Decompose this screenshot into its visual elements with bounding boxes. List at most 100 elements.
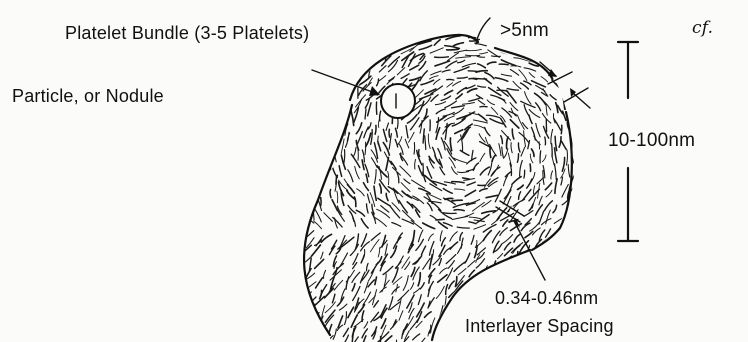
- platelet-stroke: [321, 153, 324, 165]
- platelet-stroke: [478, 64, 486, 68]
- platelet-stroke: [297, 125, 298, 137]
- platelet-stroke: [505, 276, 508, 286]
- platelet-stroke: [397, 68, 405, 75]
- platelet-stroke: [378, 248, 379, 257]
- platelet-stroke: [334, 45, 342, 52]
- platelet-stroke: [434, 79, 440, 84]
- platelet-stroke: [478, 86, 486, 87]
- platelet-stroke: [302, 316, 305, 331]
- platelet-stroke: [524, 68, 536, 71]
- platelet-stroke: [349, 52, 361, 60]
- platelet-stroke: [310, 124, 316, 136]
- platelet-stroke: [453, 108, 464, 115]
- platelet-stroke: [588, 140, 590, 147]
- platelet-stroke: [423, 30, 431, 37]
- platelet-stroke: [397, 119, 398, 129]
- platelet-stroke: [339, 304, 347, 310]
- platelet-stroke: [324, 132, 327, 148]
- platelet-stroke: [480, 153, 485, 161]
- platelet-stroke: [518, 143, 520, 152]
- platelet-stroke: [355, 197, 356, 207]
- platelet-stroke: [488, 163, 492, 175]
- platelet-stroke: [358, 147, 359, 160]
- platelet-stroke: [406, 126, 408, 138]
- platelet-stroke: [333, 329, 336, 339]
- platelet-stroke: [436, 286, 444, 298]
- platelet-stroke: [352, 272, 360, 282]
- platelet-stroke: [453, 81, 461, 86]
- platelet-stroke: [379, 76, 386, 81]
- platelet-stroke: [561, 224, 574, 231]
- platelet-stroke: [521, 83, 529, 89]
- platelet-stroke: [290, 205, 293, 221]
- platelet-stroke: [578, 101, 583, 107]
- platelet-stroke: [374, 186, 376, 200]
- platelet-stroke: [583, 118, 587, 129]
- platelet-stroke: [354, 320, 363, 327]
- platelet-stroke: [477, 282, 479, 293]
- platelet-stroke: [574, 218, 577, 228]
- platelet-stroke: [555, 179, 557, 193]
- platelet-stroke: [298, 292, 302, 301]
- spacing-name-label: Interlayer Spacing: [465, 316, 614, 337]
- platelet-stroke: [546, 229, 551, 237]
- platelet-stroke: [342, 39, 348, 50]
- platelet-stroke: [374, 217, 387, 227]
- platelet-stroke: [395, 262, 401, 269]
- platelet-stroke: [488, 31, 499, 34]
- platelet-stroke: [573, 119, 581, 131]
- platelet-stroke: [489, 274, 495, 285]
- platelet-stroke: [501, 136, 503, 144]
- platelet-stroke: [331, 133, 332, 144]
- platelet-stroke: [476, 36, 488, 37]
- platelet-stroke: [408, 115, 417, 123]
- platelet-stroke: [502, 108, 512, 117]
- platelet-stroke: [457, 77, 467, 78]
- platelet-stroke: [390, 321, 397, 329]
- platelet-stroke: [450, 242, 458, 249]
- platelet-stroke: [446, 320, 452, 330]
- platelet-stroke: [423, 223, 435, 229]
- platelet-stroke: [568, 49, 575, 54]
- platelet-stroke: [526, 338, 528, 342]
- platelet-stroke: [586, 199, 590, 207]
- platelet-stroke: [417, 338, 425, 342]
- platelet-stroke: [582, 260, 589, 268]
- nodule-outline-right-top: [495, 48, 552, 78]
- platelet-stroke: [487, 100, 494, 105]
- platelet-stroke: [410, 65, 419, 70]
- platelet-stroke: [443, 337, 444, 342]
- thickness-tick-b: [564, 88, 588, 102]
- platelet-stroke: [371, 130, 373, 145]
- platelet-stroke: [453, 43, 463, 46]
- platelet-stroke: [381, 206, 389, 213]
- particle-label: Particle, or Nodule: [12, 86, 164, 107]
- platelet-stroke: [521, 147, 525, 156]
- platelet-stroke: [588, 51, 599, 58]
- platelet-stroke: [300, 233, 302, 247]
- platelet-stroke: [368, 280, 374, 287]
- platelet-stroke: [348, 205, 356, 213]
- platelet-stroke: [575, 274, 579, 280]
- platelet-stroke: [414, 28, 425, 32]
- platelet-stroke: [435, 57, 449, 58]
- platelet-stroke: [338, 65, 346, 71]
- platelet-stroke: [429, 76, 438, 79]
- platelet-stroke: [554, 119, 561, 131]
- platelet-stroke: [347, 26, 358, 37]
- platelet-stroke: [520, 161, 523, 177]
- platelet-stroke: [388, 172, 389, 185]
- platelet-stroke: [381, 29, 392, 40]
- platelet-stroke: [375, 277, 377, 285]
- platelet-stroke: [579, 72, 586, 77]
- platelet-stroke: [572, 212, 580, 223]
- platelet-stroke: [297, 282, 304, 289]
- platelet-stroke: [567, 308, 574, 314]
- platelet-stroke: [386, 123, 388, 130]
- platelet-stroke: [325, 288, 334, 298]
- platelet-stroke: [415, 90, 423, 98]
- platelet-stroke: [354, 147, 357, 156]
- platelet-stroke: [521, 101, 535, 107]
- platelet-stroke: [337, 297, 343, 306]
- platelet-stroke: [479, 134, 485, 142]
